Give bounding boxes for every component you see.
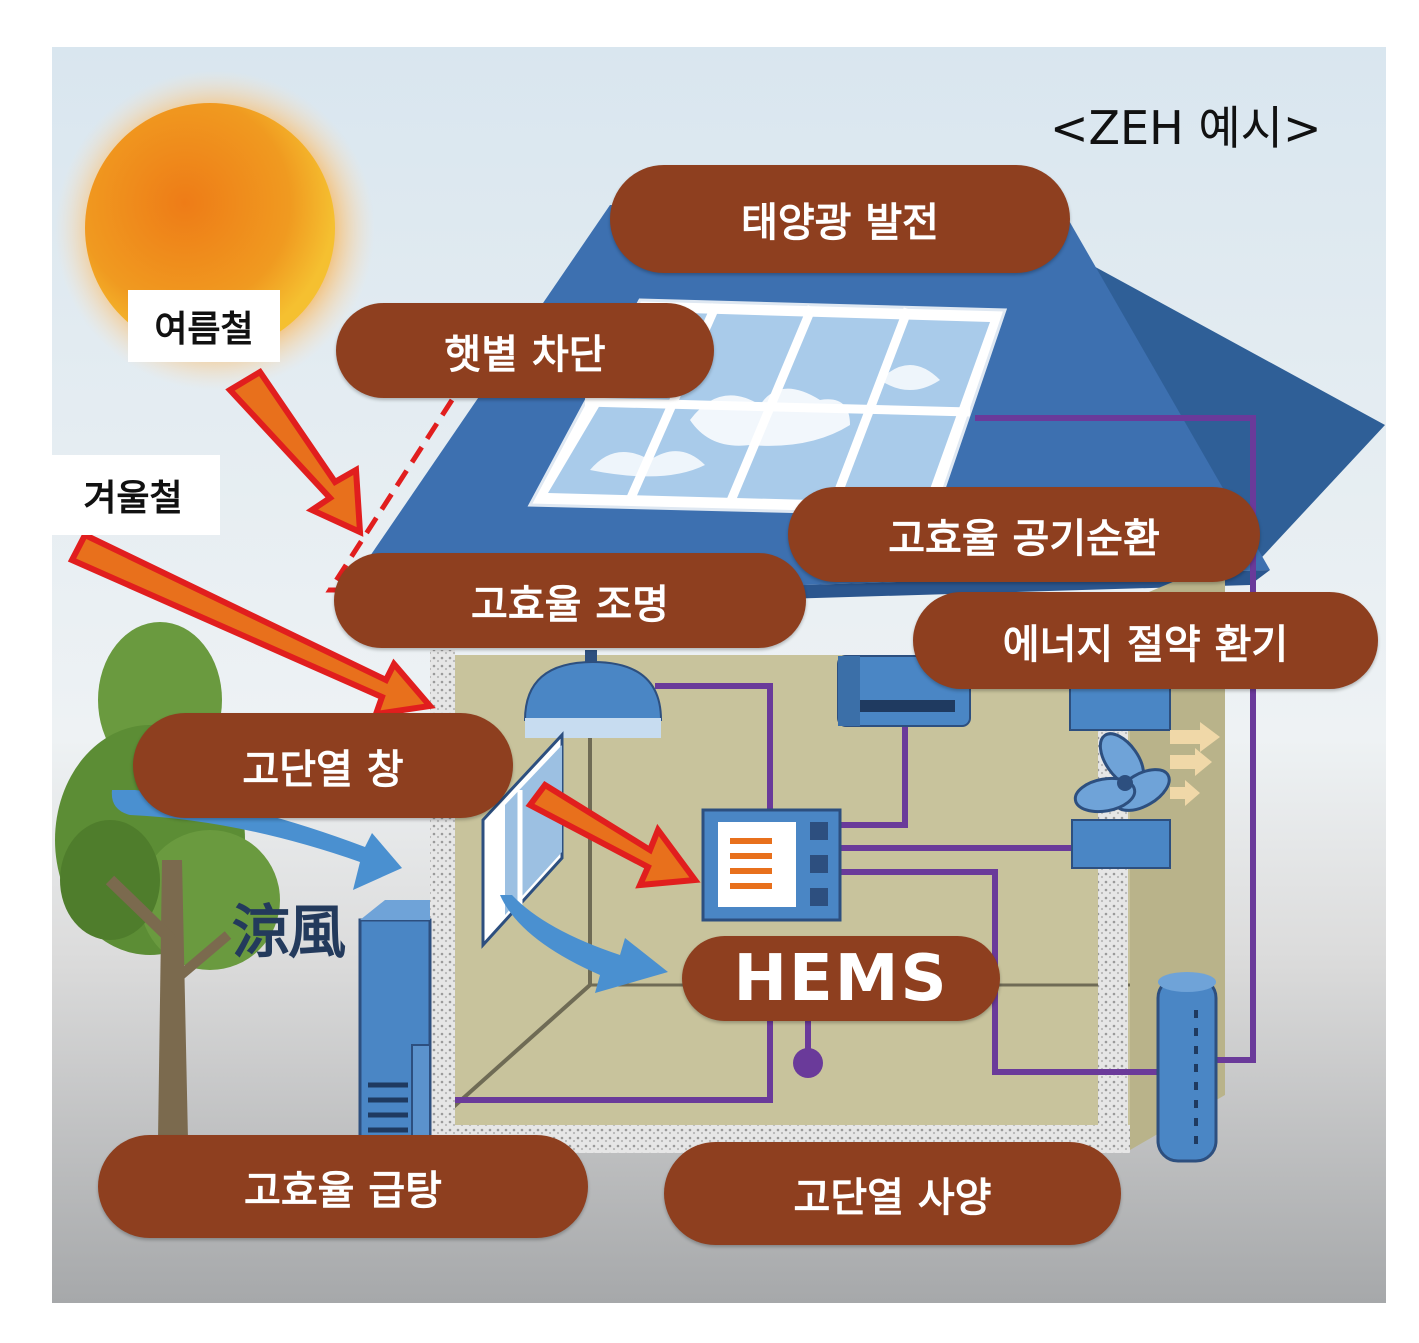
feature-solar-power: 태양광 발전 xyxy=(610,165,1070,273)
diagram-caption: <ZEH 예시> xyxy=(1050,101,1322,155)
water-heater-icon xyxy=(1156,972,1218,1163)
summer-label: 여름철 xyxy=(128,290,280,362)
feature-insulation-spec: 고단열 사양 xyxy=(664,1142,1121,1245)
feature-ventilation: 에너지 절약 환기 xyxy=(913,592,1378,689)
ceiling-light-icon xyxy=(523,650,663,738)
feature-hems: HEMS xyxy=(682,936,1000,1021)
hems-panel-icon xyxy=(701,808,842,922)
feature-water-heating: 고효율 급탕 xyxy=(98,1135,588,1238)
feature-sun-shading: 햇볕 차단 xyxy=(336,303,714,398)
winter-label: 겨울철 xyxy=(48,458,218,532)
sunlight-arrow-icon xyxy=(67,367,701,889)
feature-insulated-window: 고단열 창 xyxy=(133,713,513,818)
fan-icon xyxy=(1069,681,1220,869)
feature-lighting: 고효율 조명 xyxy=(334,553,806,648)
outdoor-unit-icon xyxy=(358,900,432,1162)
wind-label: 涼風 xyxy=(232,898,346,966)
feature-air-circulation: 고효율 공기순환 xyxy=(788,487,1260,582)
